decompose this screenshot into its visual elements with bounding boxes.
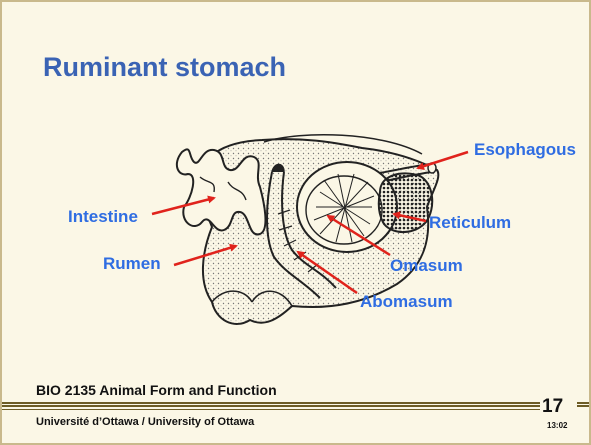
reticulum-shape (379, 173, 432, 232)
university-name: Université d’Ottawa / University of Otta… (36, 416, 254, 428)
esophagous-label: Esophagous (474, 140, 576, 160)
abomasum-label: Abomasum (360, 292, 453, 312)
omasum-label: Omasum (390, 256, 463, 276)
page-time: 13:02 (547, 421, 567, 430)
reticulum-label: Reticulum (429, 213, 511, 233)
intestine-label: Intestine (68, 207, 138, 227)
footer-band-right (577, 402, 591, 407)
esophagous-arrow (418, 152, 468, 168)
footer-band (2, 402, 540, 407)
intestine-shape (177, 149, 266, 234)
footer-divider (2, 409, 540, 410)
page-number: 17 (542, 396, 563, 418)
course-name: BIO 2135 Animal Form and Function (36, 382, 277, 398)
rumen-label: Rumen (103, 254, 161, 274)
